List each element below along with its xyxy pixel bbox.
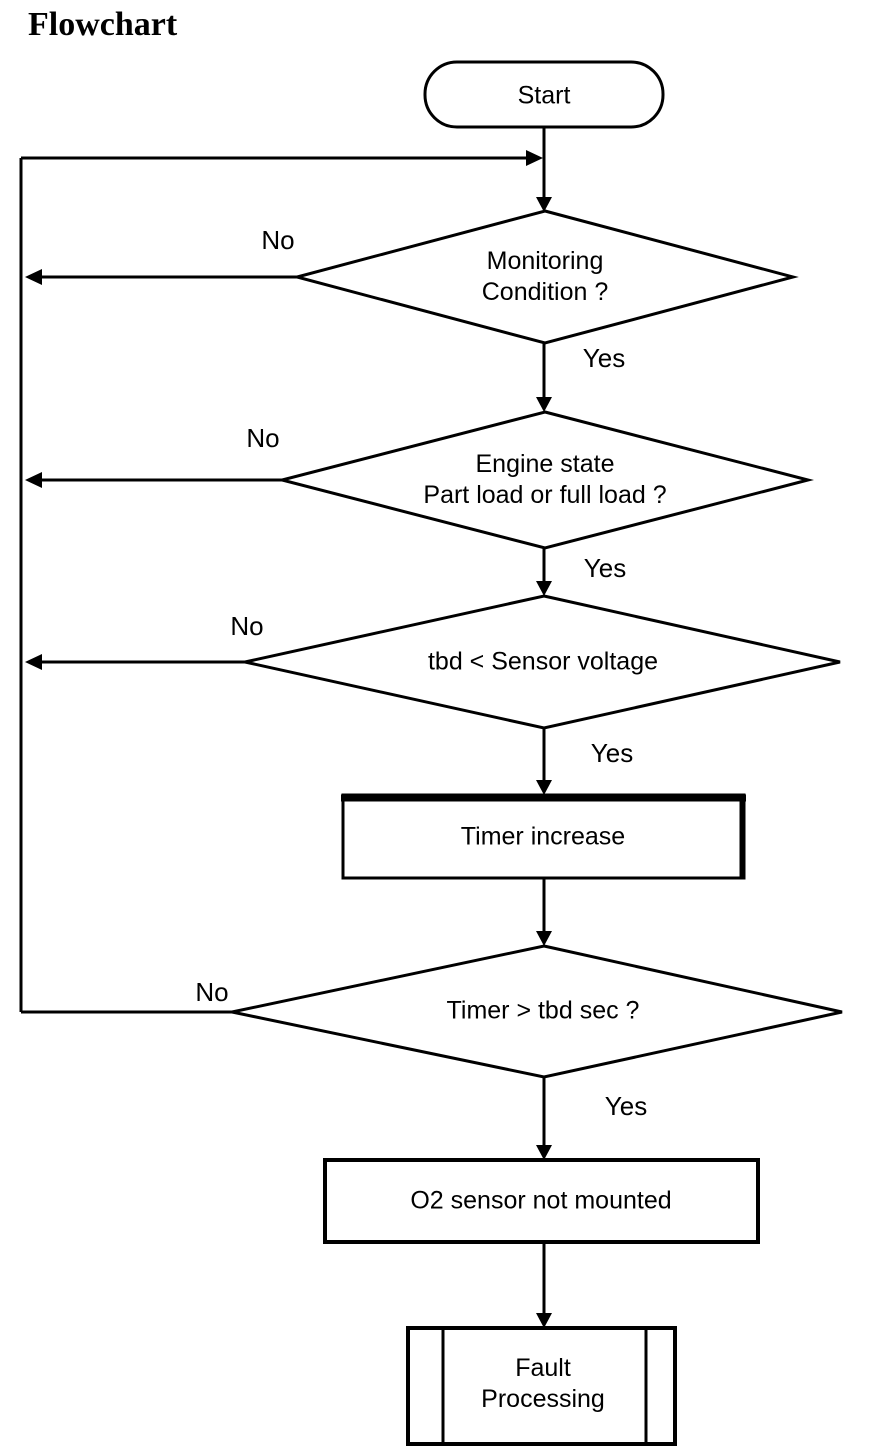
predefined-fault-shape [406, 1326, 677, 1446]
edge-label-engine-yes: Yes [583, 552, 627, 583]
edge-label-timer-yes: Yes [604, 1090, 648, 1121]
arrowhead-into-timer-check [536, 931, 552, 946]
predefined-fault-label: Fault Processing [481, 1353, 605, 1413]
process-o2-label: O2 sensor not mounted [410, 1186, 672, 1215]
decision-timer-check-label: Timer > tbd sec ? [446, 996, 640, 1025]
start-label: Start [517, 81, 571, 110]
arrowhead-into-monitoring [536, 197, 552, 212]
process-timer-increase-label: Timer increase [460, 822, 626, 851]
arrowhead-into-o2 [536, 1145, 552, 1160]
edge-label-monitoring-yes: Yes [582, 342, 626, 373]
arrowhead-sensor-no [25, 654, 42, 670]
decision-engine-label: Engine state Part load or full load ? [423, 449, 667, 509]
decision-sensor-label: tbd < Sensor voltage [427, 647, 659, 676]
process-o2-shape [323, 1158, 760, 1244]
edge-label-sensor-yes: Yes [590, 737, 634, 768]
decision-monitoring-label: Monitoring Condition ? [481, 246, 609, 306]
edge-label-monitoring-no: No [261, 224, 295, 255]
arrowhead-into-engine [536, 397, 552, 412]
edge-label-timer-no: No [195, 976, 229, 1007]
arrowhead-engine-no [25, 472, 42, 488]
arrowhead-into-timer-increase [536, 780, 552, 795]
edge-label-engine-no: No [246, 422, 280, 453]
arrowhead-into-fault [536, 1313, 552, 1328]
arrowhead-monitoring-no [25, 269, 42, 285]
arrowhead-loop-into-main [526, 150, 543, 166]
page-title: Flowchart [28, 6, 178, 43]
edge-label-sensor-no: No [230, 610, 264, 641]
arrowhead-into-sensor [536, 581, 552, 596]
